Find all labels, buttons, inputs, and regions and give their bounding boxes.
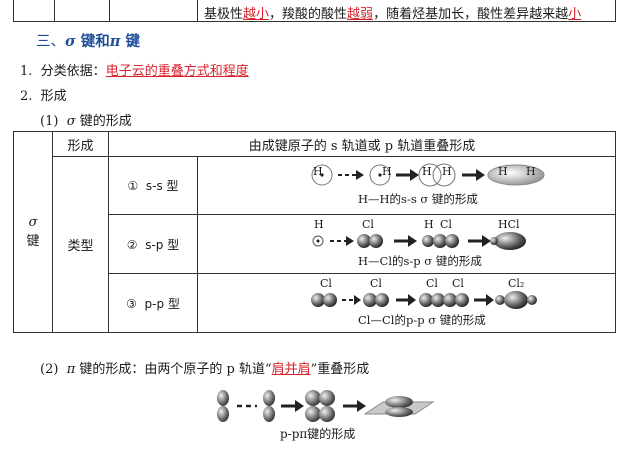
pp-cl2-a [363,293,377,307]
sigma-bond-table: σ 键 形成 由成键原子的 s 轨道或 p 轨道重叠形成 类型 ① s-s 型 [13,131,616,333]
sub-item-1: (1) σ 键的形成 [40,114,132,129]
sp-label-3: H [424,218,434,231]
ss-caption: H—H的s-s σ 键的形成 [358,192,478,206]
pp-cl1-a [311,293,325,307]
ss-label-6: H [526,165,536,178]
ss-orbital-svg [311,163,545,187]
sp-overlap-h [422,235,434,247]
pp-orbital-svg [311,291,537,309]
sp-label-4: Cl [440,218,452,231]
pp-overlap-2 [431,293,445,307]
sp-arrow-head-1 [346,236,354,246]
pi-p2-bottom [263,406,275,422]
pp-cl1-b [323,293,337,307]
sp-label-2: Cl [362,218,374,231]
sigma-label-cell: σ 键 [13,131,53,333]
top-row-divider-2 [109,0,110,21]
pi-arrow-head-1 [295,400,304,412]
row-sp-diagram-cell: H Cl H Cl HCl H—Cl的s-p σ 键的形成 [197,214,616,274]
sp-orbital-svg [312,232,526,250]
pi-overlap-bl [305,406,321,422]
header-description: 由成键原子的 s 轨道或 p 轨道重叠形成 [108,131,616,157]
pp-overlap-1 [419,293,433,307]
pi-overlap-tl [305,390,321,406]
ss-label-1: H [313,165,323,178]
sp-diagram: H Cl H Cl HCl H—Cl的s-p σ 键的形成 [198,215,615,273]
pp-label-3: Cl [426,277,438,290]
row-pp-diagram-cell: Cl Cl Cl Cl Cl₂ Cl—Cl的p-p σ 键的形成 [197,273,616,333]
pi-p2-top [263,390,275,406]
ss-label-2: H [382,165,392,178]
ss-arrow-head-2 [410,169,419,181]
pi-molecule-top [385,396,413,408]
sp-molecule-tail [490,237,498,245]
top-row-divider-1 [54,0,55,21]
row-ss-diagram-cell: H H H H H H H—H的s-s σ 键的形成 [197,156,616,215]
row-pp-type: ③ p-p 型 [108,273,198,333]
ss-arrow-head-1 [356,170,364,180]
pp-mol-left [495,295,505,305]
sp-cl-lobe-a [357,234,371,248]
sp-label-1: H [314,218,324,231]
pp-label-4: Cl [452,277,464,290]
sp-h-dot [316,239,320,243]
pi-arrow-head-2 [357,400,366,412]
pi-caption: p-pπ键的形成 [280,427,356,441]
section-title: 三、σ 键和π 键 [36,33,140,50]
pp-arrow-head-1 [354,295,361,305]
pi-p1-top [217,390,229,406]
ss-h1-dot [320,173,324,177]
type-label-cell: 类型 [52,156,109,333]
row-ss-type: ① s-s 型 [108,156,198,215]
header-formation: 形成 [52,131,109,157]
top-row-text: 基极性越小，羧酸的酸性越弱，随着烃基加长，酸性差异越来越小 [204,7,582,22]
pp-arrow-head-3 [486,294,494,306]
ss-label-4: H [442,165,452,178]
ss-diagram: H H H H H H H—H的s-s σ 键的形成 [198,157,615,214]
pp-mol-center [504,291,528,309]
pp-label-1: Cl [320,277,332,290]
pi-overlap-br [319,406,335,422]
sp-overlap-a [433,234,447,248]
pi-bond-diagram [217,390,435,422]
pp-mol-right [527,295,537,305]
sp-caption: H—Cl的s-p σ 键的形成 [358,254,482,268]
pp-arrow-head-2 [408,294,416,306]
row-sp-type: ② s-p 型 [108,214,198,274]
pi-p1-bottom [217,406,229,422]
ss-h1 [311,164,333,186]
ss-label-5: H [498,165,508,178]
pp-label-2: Cl [370,277,382,290]
sp-arrow-head-3 [482,235,491,247]
ss-label-3: H [422,165,432,178]
item-2: 2. 形成 [20,89,67,104]
top-table-row: 基极性越小，羧酸的酸性越弱，随着烃基加长，酸性差异越来越小 [13,0,616,22]
ss-overlap-a [418,163,442,187]
sub-item-2: (2) π 键的形成：由两个原子的 p 轨道“肩并肩”重叠形成 [40,362,370,377]
pp-caption: Cl—Cl的p-p σ 键的形成 [358,313,486,327]
pi-molecule-bottom [385,407,413,417]
ss-h2-dot [378,173,382,177]
pp-overlap-3 [443,293,457,307]
sp-arrow-head-2 [408,235,417,247]
ss-molecule [487,164,545,186]
sp-overlap-b [445,234,459,248]
pi-overlap-tr [319,390,335,406]
pp-overlap-4 [455,293,469,307]
pp-label-5: Cl₂ [508,277,525,290]
ss-overlap-b [432,163,456,187]
pp-diagram: Cl Cl Cl Cl Cl₂ Cl—Cl的p-p σ 键的形成 [198,274,615,332]
ss-h2 [369,164,391,186]
item-1: 1. 分类依据：电子云的重叠方式和程度 [20,64,249,79]
pp-cl2-b [375,293,389,307]
sp-molecule [494,232,526,250]
ss-arrow-head-3 [476,169,485,181]
sp-label-5: HCl [498,218,520,231]
top-row-divider-3 [197,0,198,21]
sp-cl-lobe-b [369,234,383,248]
